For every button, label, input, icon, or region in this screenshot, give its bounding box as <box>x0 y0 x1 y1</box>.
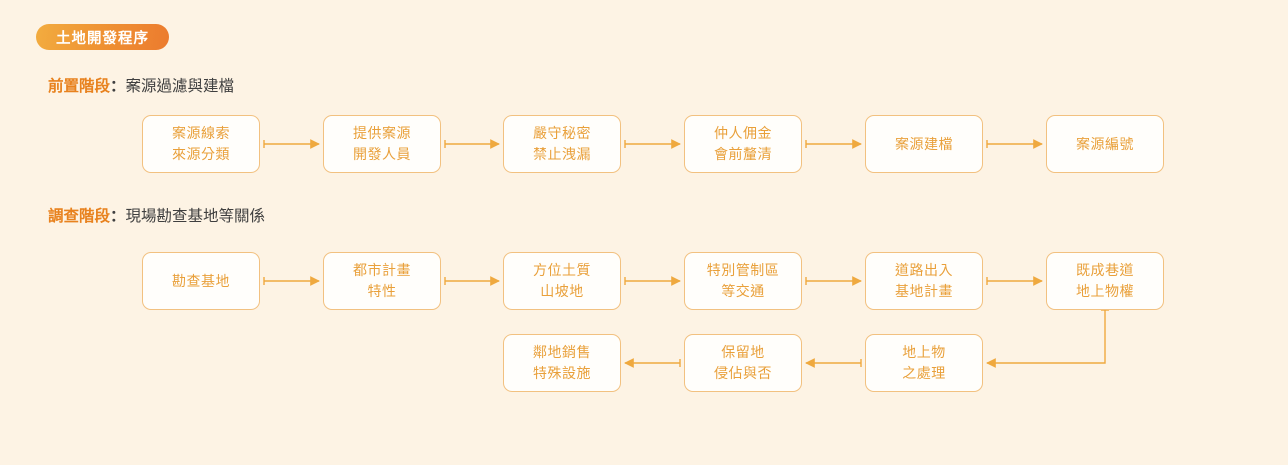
flow-node-line: 地上物 <box>902 344 946 360</box>
flow-node-line: 案源建檔 <box>895 135 953 152</box>
flow-node-line: 仲人佣金 <box>714 125 772 141</box>
flow-node-line: 鄰地銷售 <box>533 344 591 360</box>
flow-node-line: 開發人員 <box>353 146 411 162</box>
section-heading-survey: 調查階段 ： 現場勘查基地等關係 <box>48 204 265 226</box>
flow-node-line: 案源編號 <box>1076 135 1134 152</box>
flow-node-line: 方位土質 <box>533 262 591 278</box>
flow-node-line: 會前釐清 <box>714 146 772 162</box>
section-colon: ： <box>110 208 126 225</box>
row2-to-row3-elbow-connector <box>986 310 1106 368</box>
flow-node[interactable]: 案源編號 <box>1046 115 1164 173</box>
flow-node[interactable]: 嚴守秘密禁止洩漏 <box>503 115 621 173</box>
flow-node-line: 保留地 <box>721 344 765 360</box>
flow-node-line: 山坡地 <box>540 283 584 299</box>
flow-node[interactable]: 鄰地銷售特殊設施 <box>503 334 621 392</box>
flow-node[interactable]: 提供案源開發人員 <box>323 115 441 173</box>
flow-node-line: 特性 <box>367 283 397 299</box>
section-stage-label: 調查階段 <box>48 208 111 225</box>
flow-node-line: 禁止洩漏 <box>533 146 591 162</box>
section-description: 現場勘查基地等關係 <box>125 208 266 225</box>
flow-node-line: 基地計畫 <box>895 283 953 299</box>
flow-node[interactable]: 地上物之處理 <box>865 334 983 392</box>
flow-node-line: 來源分類 <box>172 146 230 162</box>
flow-node[interactable]: 仲人佣金會前釐清 <box>684 115 802 173</box>
flow-node-line: 嚴守秘密 <box>533 125 591 141</box>
flow-node-line: 道路出入 <box>895 262 953 278</box>
flow-node[interactable]: 案源線索來源分類 <box>142 115 260 173</box>
flow-node[interactable]: 道路出入基地計畫 <box>865 252 983 310</box>
flow-node[interactable]: 勘查基地 <box>142 252 260 310</box>
flow-node[interactable]: 特別管制區等交通 <box>684 252 802 310</box>
flow-node[interactable]: 方位土質山坡地 <box>503 252 621 310</box>
flow-node-line: 之處理 <box>902 365 946 381</box>
flow-node-line: 特殊設施 <box>533 365 591 381</box>
flow-node[interactable]: 都市計畫特性 <box>323 252 441 310</box>
flow-node-line: 地上物權 <box>1076 283 1134 299</box>
flow-node[interactable]: 案源建檔 <box>865 115 983 173</box>
section-heading-preliminary: 前置階段 ： 案源過濾與建檔 <box>48 74 234 96</box>
flow-node-line: 都市計畫 <box>353 262 411 278</box>
flow-node[interactable]: 既成巷道地上物權 <box>1046 252 1164 310</box>
flow-node-line: 提供案源 <box>353 125 411 141</box>
flow-node-line: 侵佔與否 <box>714 365 772 381</box>
section-description: 案源過濾與建檔 <box>125 78 235 95</box>
flow-node-line: 等交通 <box>721 283 765 299</box>
section-colon: ： <box>110 78 126 95</box>
flow-node[interactable]: 保留地侵佔與否 <box>684 334 802 392</box>
flow-node-line: 既成巷道 <box>1076 262 1134 278</box>
flow-node-line: 案源線索 <box>172 125 230 141</box>
flow-node-line: 特別管制區 <box>706 262 780 278</box>
diagram-title-badge: 土地開發程序 <box>36 24 169 50</box>
section-stage-label: 前置階段 <box>48 78 111 95</box>
flow-node-line: 勘查基地 <box>172 272 230 289</box>
